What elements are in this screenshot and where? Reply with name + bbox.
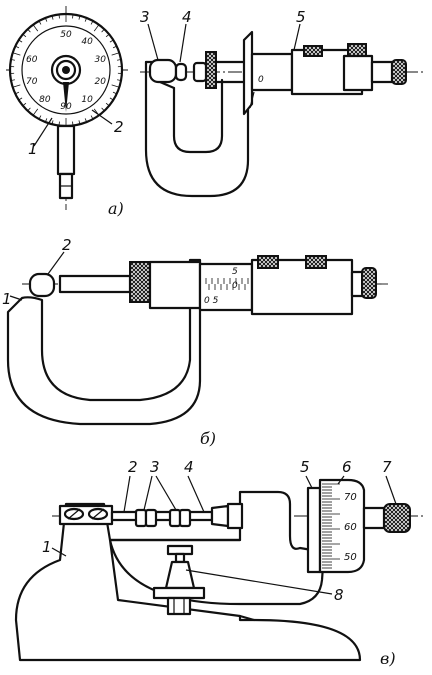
ratchet xyxy=(342,54,374,92)
dial-pointer xyxy=(63,82,69,112)
label-a-5: 5 xyxy=(296,8,306,26)
table-8 xyxy=(152,544,206,616)
label-c-3: 3 xyxy=(150,458,160,476)
svg-text:0: 0 xyxy=(232,281,238,291)
label-c-7: 7 xyxy=(382,458,392,476)
svg-text:50: 50 xyxy=(344,552,357,563)
lever-micrometer: 0 xyxy=(140,30,424,198)
label-a-2: 2 xyxy=(114,118,124,136)
anvil xyxy=(148,58,178,84)
dial-stem xyxy=(56,124,76,176)
spindle-c xyxy=(110,510,214,522)
caption-a: а) xyxy=(108,199,124,218)
spindle-tip xyxy=(192,61,208,83)
caption-c: в) xyxy=(380,649,396,668)
svg-text:60: 60 xyxy=(344,522,357,533)
figure-b: 5 0 0 5 1 2 б) xyxy=(2,236,390,448)
label-c-8: 8 xyxy=(334,586,344,604)
dial-number: 70 xyxy=(26,77,38,87)
dial-number: 40 xyxy=(81,37,93,47)
frame-outer xyxy=(144,60,250,198)
dial-number: 80 xyxy=(39,95,51,105)
frame-plate xyxy=(242,30,254,116)
label-c-6: 6 xyxy=(342,458,352,476)
label-c-2: 2 xyxy=(128,458,138,476)
dial-number: 20 xyxy=(95,77,107,87)
drum-6 xyxy=(318,478,366,574)
frame-c xyxy=(6,258,202,426)
ring-5 xyxy=(306,486,322,574)
caption-b: б) xyxy=(200,429,216,448)
knurl-lock xyxy=(205,51,217,89)
ratchet-knob xyxy=(391,59,407,85)
svg-text:0: 0 xyxy=(258,75,264,85)
dial-number: 90 xyxy=(60,102,72,112)
dial-number: 10 xyxy=(81,95,93,105)
stem-b xyxy=(148,260,202,310)
label-b-2: 2 xyxy=(62,236,72,254)
label-a-1: 1 xyxy=(28,140,38,158)
label-c-5: 5 xyxy=(300,458,310,476)
label-c-4: 4 xyxy=(184,458,194,476)
label-a-3: 3 xyxy=(140,8,150,26)
dial-number: 60 xyxy=(26,55,38,65)
ratchet-b xyxy=(361,267,377,299)
label-a-4: 4 xyxy=(182,8,192,26)
svg-text:70: 70 xyxy=(344,492,357,503)
dial-number: 50 xyxy=(60,30,72,40)
label-c-1: 1 xyxy=(42,538,52,556)
anvil-b xyxy=(28,272,56,298)
figure-c: 70 60 50 1 2 3 4 5 6 7 8 в) xyxy=(14,458,424,668)
dial-number: 30 xyxy=(95,55,107,65)
knob-7 xyxy=(383,503,411,533)
spindle-b xyxy=(58,274,132,294)
label-b-1: 1 xyxy=(2,290,12,308)
svg-text:5: 5 xyxy=(232,267,238,277)
svg-text:0 5: 0 5 xyxy=(204,296,219,306)
lock-b xyxy=(129,261,151,303)
